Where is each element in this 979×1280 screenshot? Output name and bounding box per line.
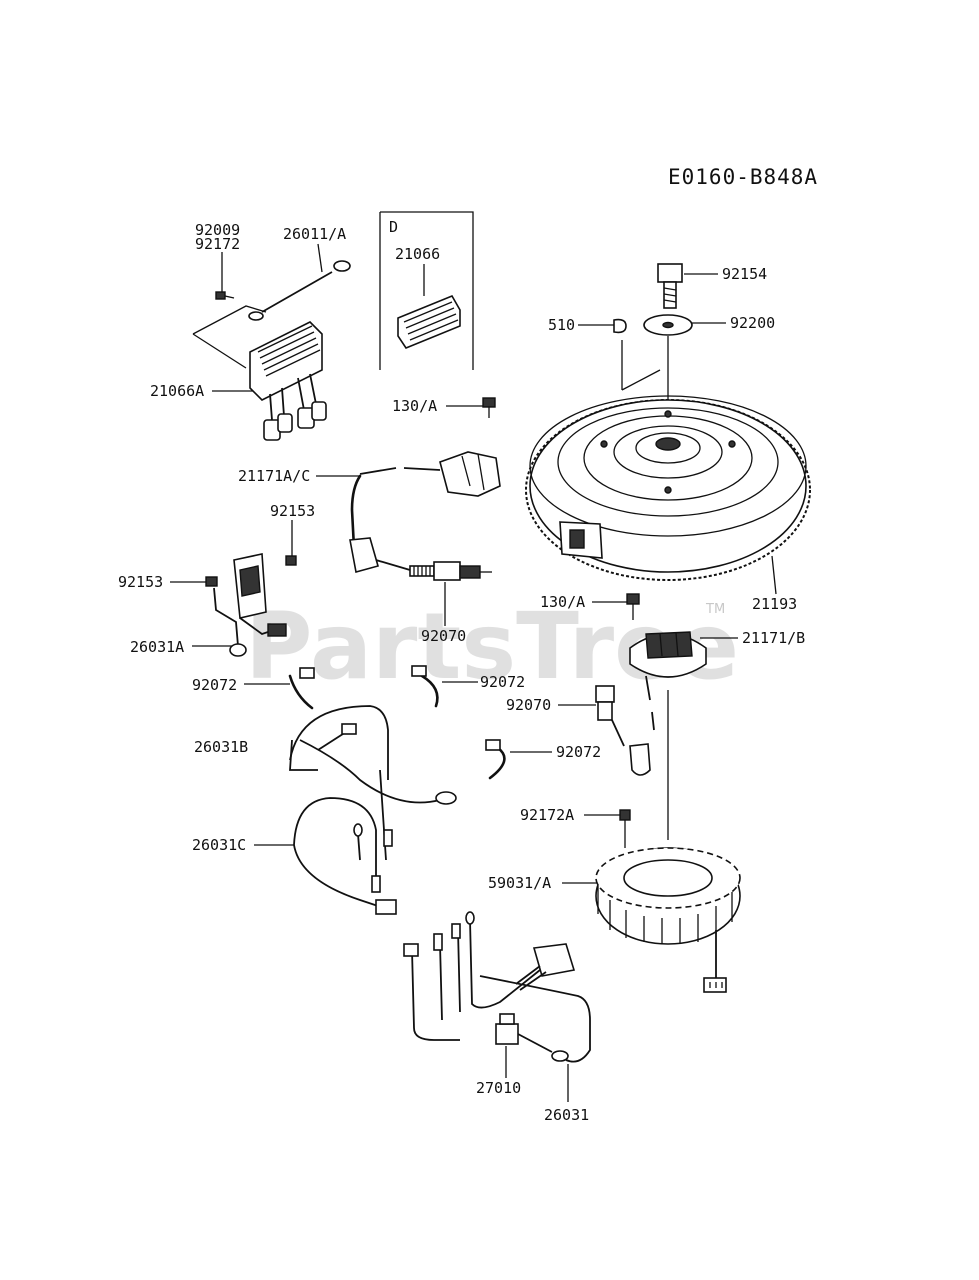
part-label-130a-mid[interactable]: 130/A — [540, 593, 585, 611]
inset-letter: D — [389, 218, 398, 236]
part-label-21066[interactable]: 21066 — [395, 245, 440, 263]
screw-92172a[interactable] — [619, 809, 631, 848]
part-label-92070-right[interactable]: 92070 — [506, 696, 551, 714]
part-label-92153-top[interactable]: 92153 — [270, 502, 315, 520]
ignition-coil-21171ac[interactable] — [349, 451, 501, 574]
part-label-92072-left[interactable]: 92072 — [192, 676, 237, 694]
part-label-26031a[interactable]: 26031A — [130, 638, 184, 656]
part-label-26031[interactable]: 26031 — [544, 1106, 589, 1124]
part-label-26031b[interactable]: 26031B — [194, 738, 248, 756]
part-label-92172[interactable]: 92172 — [195, 235, 240, 253]
part-label-92172a[interactable]: 92172A — [520, 806, 574, 824]
part-label-26011a[interactable]: 26011/A — [283, 225, 346, 243]
flywheel-21193[interactable] — [525, 395, 811, 581]
bolt-130a-mid[interactable] — [626, 593, 640, 620]
clamp-92072-left[interactable] — [288, 667, 315, 710]
part-label-26031c[interactable]: 26031C — [192, 836, 246, 854]
bolt-130a-top[interactable] — [482, 397, 496, 418]
part-label-92009[interactable]: 92009 — [195, 221, 240, 239]
clamp-92072-mid[interactable] — [411, 665, 439, 708]
inset-d: D 21066 — [379, 211, 474, 370]
regulator-small[interactable] — [397, 294, 461, 349]
module-26031a[interactable] — [213, 553, 287, 657]
regulator-21066a[interactable] — [249, 321, 327, 441]
part-label-92154[interactable]: 92154 — [722, 265, 767, 283]
lead-wire-26011a[interactable] — [248, 260, 351, 321]
part-label-510[interactable]: 510 — [548, 316, 575, 334]
spark-plug-92070[interactable] — [409, 561, 492, 581]
key-510[interactable] — [613, 318, 627, 334]
harness-26031b[interactable] — [289, 705, 457, 861]
screw-92009[interactable] — [215, 291, 235, 300]
stator-59031a[interactable] — [595, 847, 741, 993]
bolt-92154[interactable] — [657, 263, 683, 309]
washer-92200[interactable] — [643, 314, 693, 336]
part-label-92072-mid[interactable]: 92072 — [480, 673, 525, 691]
screw-92153-left[interactable] — [205, 576, 218, 587]
harness-26031c[interactable] — [293, 797, 397, 915]
part-label-21066a[interactable]: 21066A — [150, 382, 204, 400]
part-label-130a-top[interactable]: 130/A — [392, 397, 437, 415]
harness-26031[interactable] — [403, 911, 591, 1063]
part-label-92072-right[interactable]: 92072 — [556, 743, 601, 761]
part-label-92200[interactable]: 92200 — [730, 314, 775, 332]
diagram-code: E0160-B848A — [668, 165, 818, 189]
part-label-92070-center[interactable]: 92070 — [421, 627, 466, 645]
part-label-21171b[interactable]: 21171/B — [742, 629, 805, 647]
part-label-21171ac[interactable]: 21171A/C — [238, 467, 310, 485]
part-label-59031a[interactable]: 59031/A — [488, 874, 551, 892]
part-label-21193[interactable]: 21193 — [752, 595, 797, 613]
part-label-27010[interactable]: 27010 — [476, 1079, 521, 1097]
part-label-92153-left[interactable]: 92153 — [118, 573, 163, 591]
watermark-tm: TM — [705, 602, 725, 617]
oil-switch-27010[interactable] — [495, 1013, 569, 1062]
plug-92070-right[interactable] — [595, 685, 651, 776]
clamp-92072-right[interactable] — [485, 739, 506, 780]
ignition-coil-21171b[interactable] — [629, 631, 707, 840]
screw-92153-top[interactable] — [285, 555, 297, 566]
